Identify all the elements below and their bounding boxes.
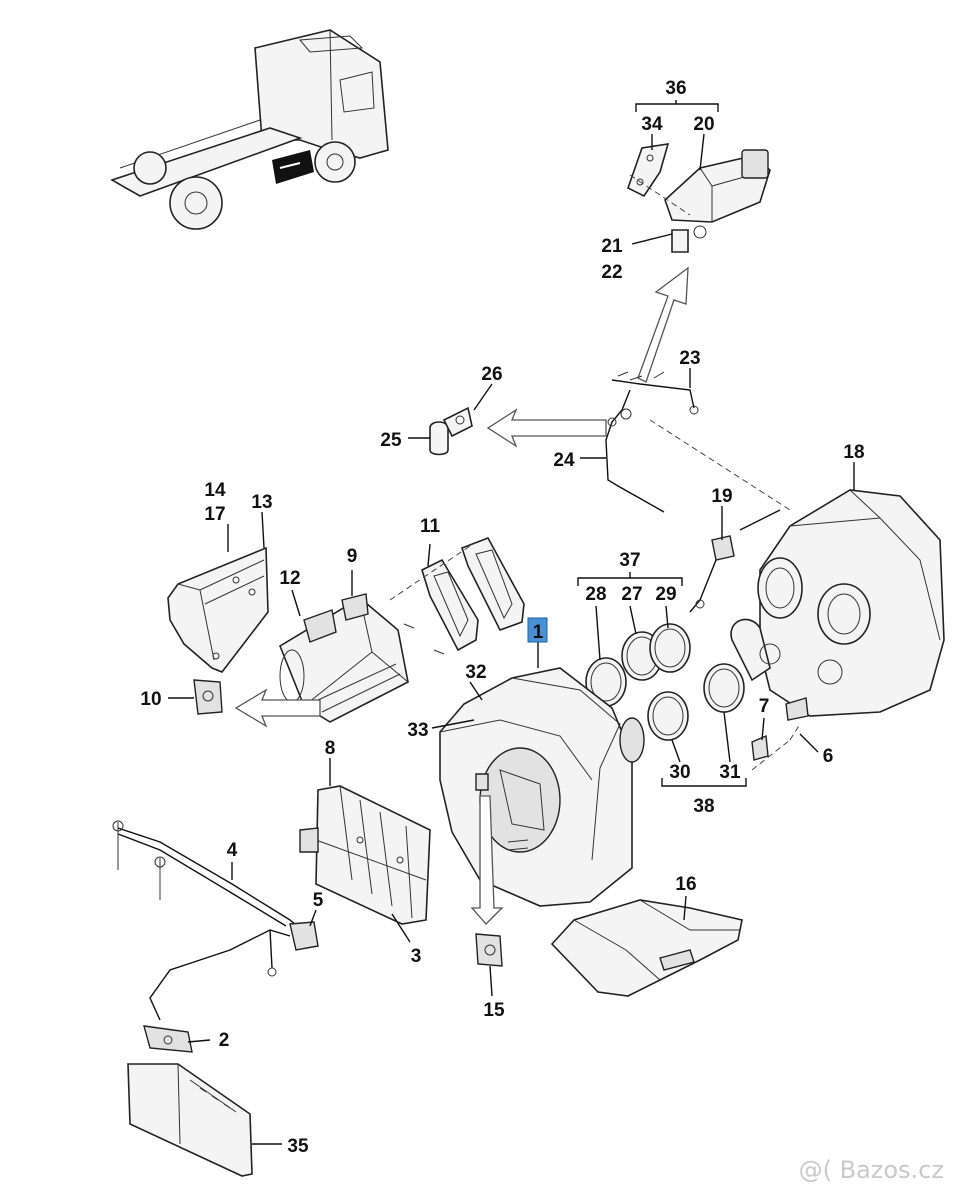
part-label-22: 22 xyxy=(601,262,622,283)
part-label-26: 26 xyxy=(481,364,502,385)
part-label-10: 10 xyxy=(140,689,161,710)
part-label-14: 14 xyxy=(204,480,226,501)
wiring-harness xyxy=(112,820,319,1053)
part-label-3: 3 xyxy=(411,946,422,967)
part-label-17: 17 xyxy=(204,504,225,525)
clip-15 xyxy=(475,933,503,967)
sensor-assembly xyxy=(627,103,771,253)
part-label-4: 4 xyxy=(227,840,238,861)
direction-arrow xyxy=(637,266,689,383)
part-label-9: 9 xyxy=(347,546,358,567)
direction-arrow xyxy=(486,408,607,448)
part-label-7: 7 xyxy=(759,696,770,717)
catalytic-converter xyxy=(730,489,945,717)
part-label-38: 38 xyxy=(693,796,714,817)
part-label-16: 16 xyxy=(675,874,696,895)
watermark: @( Bazos.cz xyxy=(799,1156,944,1184)
part-label-37: 37 xyxy=(619,550,640,571)
part-label-18: 18 xyxy=(843,442,864,463)
temperature-sensor xyxy=(689,509,781,613)
part-label-35: 35 xyxy=(287,1136,309,1157)
part-label-33: 33 xyxy=(407,720,428,741)
heat-shield-upper xyxy=(167,546,269,673)
direction-arrow xyxy=(234,688,321,728)
part-label-15: 15 xyxy=(483,1000,505,1021)
clamp-rings xyxy=(585,623,745,741)
leader-lines xyxy=(168,100,855,1145)
part-label-23: 23 xyxy=(679,348,700,369)
part-label-20: 20 xyxy=(693,114,714,135)
part-label-25: 25 xyxy=(380,430,402,451)
part-label-12: 12 xyxy=(279,568,300,589)
part-label-1: 1 xyxy=(533,622,544,643)
part-label-28: 28 xyxy=(585,584,606,605)
gasket-11 xyxy=(389,537,525,652)
direction-arrow xyxy=(470,795,504,925)
part-labels: 36 34 20 21 22 23 26 25 24 18 14 17 13 1… xyxy=(140,78,864,1157)
truck-locator-illustration xyxy=(110,29,389,230)
part-label-36: 36 xyxy=(665,78,686,99)
mounting-bracket-8 xyxy=(299,785,431,925)
part-label-21: 21 xyxy=(601,236,623,257)
part-label-34: 34 xyxy=(641,114,663,135)
part-label-19: 19 xyxy=(711,486,732,507)
part-label-29: 29 xyxy=(655,584,676,605)
part-label-2: 2 xyxy=(219,1030,230,1051)
part-label-30: 30 xyxy=(669,762,690,783)
highlighted-part-marker xyxy=(527,617,548,643)
part-label-32: 32 xyxy=(465,662,486,683)
part-label-27: 27 xyxy=(621,584,642,605)
heat-shield-35 xyxy=(127,1063,253,1177)
part-label-11: 11 xyxy=(420,516,441,537)
sensor-harness xyxy=(429,371,791,513)
clip-10 xyxy=(193,679,223,715)
part-label-13: 13 xyxy=(251,492,272,513)
bracket-7 xyxy=(751,697,809,771)
lower-cover-16 xyxy=(550,899,743,997)
part-label-5: 5 xyxy=(313,890,324,911)
part-label-8: 8 xyxy=(325,738,336,759)
mixer-housing xyxy=(279,593,445,723)
part-label-24: 24 xyxy=(553,450,575,471)
part-label-31: 31 xyxy=(719,762,741,783)
part-label-6: 6 xyxy=(823,746,834,767)
